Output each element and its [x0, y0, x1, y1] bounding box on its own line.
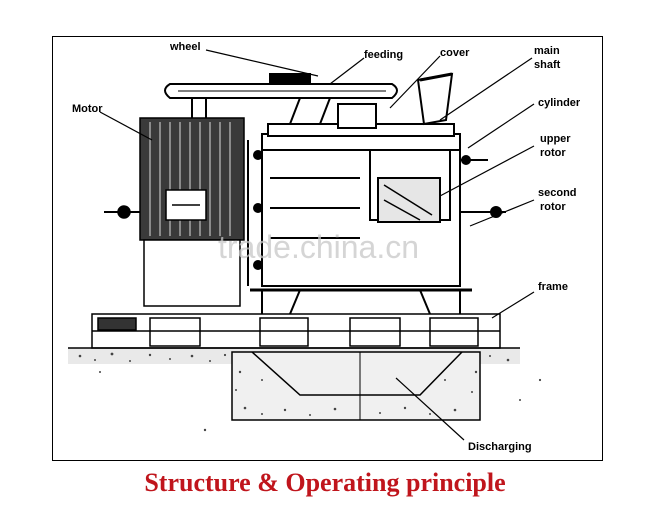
cover-and-chute [267, 72, 455, 137]
base-frame [91, 313, 501, 349]
label-discharging: Discharging [468, 441, 532, 453]
diagram-caption: Structure & Operating principle [144, 468, 506, 497]
label-second-rotor-line2: rotor [540, 201, 566, 213]
label-main-shaft-line1: main [534, 45, 560, 57]
label-motor: Motor [72, 103, 103, 115]
crusher-body [247, 133, 506, 315]
wheel-belt [164, 73, 398, 125]
label-cover: cover [440, 47, 470, 59]
label-upper-rotor-line1: upper [540, 133, 571, 145]
label-second-rotor-line1: second [538, 187, 577, 199]
leader-lines [99, 49, 535, 441]
label-wheel: wheel [169, 41, 201, 53]
label-cylinder: cylinder [538, 97, 581, 109]
motor [104, 117, 245, 307]
label-feeding: feeding [364, 49, 403, 61]
ground [68, 347, 542, 432]
label-frame: frame [538, 281, 568, 293]
label-upper-rotor-line2: rotor [540, 147, 566, 159]
watermark: trade.china.cn [218, 229, 419, 265]
label-main-shaft-line2: shaft [534, 59, 561, 71]
part-labels: wheel feeding cover main shaft Motor cyl… [72, 41, 581, 453]
